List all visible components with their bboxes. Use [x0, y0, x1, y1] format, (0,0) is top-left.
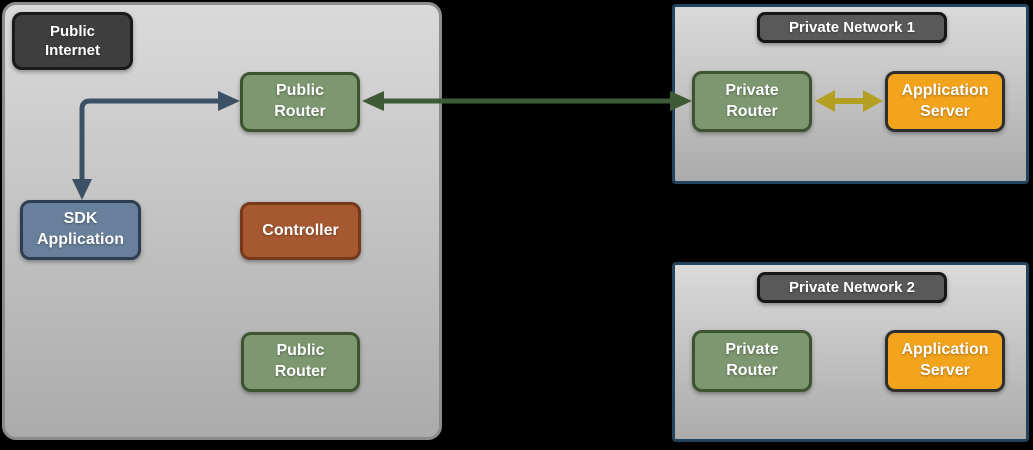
node-application-server-1: Application Server [885, 71, 1005, 132]
node-public-router-top: Public Router [240, 72, 360, 132]
private-network-1-label: Private Network 1 [757, 12, 947, 43]
public-internet-container: Public Internet Public Router SDK Applic… [2, 2, 442, 440]
public-internet-label: Public Internet [12, 12, 133, 70]
node-private-router-2: Private Router [692, 330, 812, 392]
node-controller: Controller [240, 202, 361, 260]
private-network-2-label: Private Network 2 [757, 272, 947, 303]
private-network-2-container: Private Network 2 Private Router Applica… [672, 262, 1029, 442]
node-sdk-application: SDK Application [20, 200, 141, 260]
private-network-1-container: Private Network 1 Private Router Applica… [672, 4, 1029, 184]
node-private-router-1: Private Router [692, 71, 812, 132]
node-public-router-bottom: Public Router [241, 332, 360, 392]
node-application-server-2: Application Server [885, 330, 1005, 392]
